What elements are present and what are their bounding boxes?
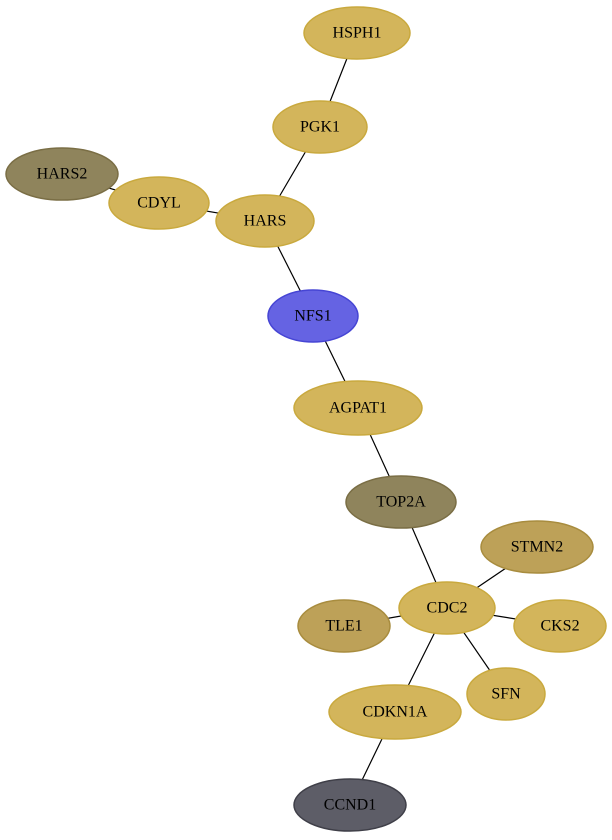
node-label-sfn: SFN bbox=[491, 686, 521, 703]
node-hars2[interactable]: HARS2 bbox=[5, 147, 119, 201]
node-label-hars2: HARS2 bbox=[37, 166, 88, 183]
node-tle1[interactable]: TLE1 bbox=[297, 599, 391, 653]
node-shape-hars bbox=[215, 194, 315, 248]
node-label-nfs1: NFS1 bbox=[294, 308, 331, 325]
node-label-cdkn1a: CDKN1A bbox=[363, 704, 428, 721]
node-label-pgk1: PGK1 bbox=[300, 119, 340, 136]
node-cks2[interactable]: CKS2 bbox=[513, 599, 607, 653]
node-label-agpat1: AGPAT1 bbox=[329, 400, 387, 417]
node-sfn[interactable]: SFN bbox=[466, 667, 546, 721]
node-hars[interactable]: HARS bbox=[215, 194, 315, 248]
node-shape-hsph1 bbox=[303, 6, 411, 60]
node-shape-cks2 bbox=[513, 599, 607, 653]
node-label-cks2: CKS2 bbox=[540, 618, 579, 635]
node-shape-top2a bbox=[345, 475, 457, 529]
node-shape-agpat1 bbox=[293, 380, 423, 436]
node-shape-tle1 bbox=[297, 599, 391, 653]
node-pgk1[interactable]: PGK1 bbox=[272, 100, 368, 154]
node-stmn2[interactable]: STMN2 bbox=[480, 520, 594, 574]
node-shape-nfs1 bbox=[267, 289, 359, 343]
node-top2a[interactable]: TOP2A bbox=[345, 475, 457, 529]
node-shape-hars2 bbox=[5, 147, 119, 201]
node-label-hars: HARS bbox=[244, 213, 287, 230]
node-cdkn1a[interactable]: CDKN1A bbox=[328, 684, 462, 740]
node-hsph1[interactable]: HSPH1 bbox=[303, 6, 411, 60]
node-label-hsph1: HSPH1 bbox=[333, 25, 382, 42]
node-shape-cdyl bbox=[108, 176, 210, 230]
node-shape-cdc2 bbox=[398, 581, 496, 635]
node-label-top2a: TOP2A bbox=[376, 494, 426, 511]
node-shape-ccnd1 bbox=[293, 778, 407, 832]
node-ccnd1[interactable]: CCND1 bbox=[293, 778, 407, 832]
node-shape-sfn bbox=[466, 667, 546, 721]
node-label-cdc2: CDC2 bbox=[427, 600, 468, 617]
node-cdyl[interactable]: CDYL bbox=[108, 176, 210, 230]
node-label-ccnd1: CCND1 bbox=[324, 797, 376, 814]
node-label-cdyl: CDYL bbox=[137, 195, 181, 212]
node-shape-pgk1 bbox=[272, 100, 368, 154]
node-cdc2[interactable]: CDC2 bbox=[398, 581, 496, 635]
node-nfs1[interactable]: NFS1 bbox=[267, 289, 359, 343]
node-label-tle1: TLE1 bbox=[325, 618, 362, 635]
node-agpat1[interactable]: AGPAT1 bbox=[293, 380, 423, 436]
node-label-stmn2: STMN2 bbox=[511, 539, 563, 556]
node-shape-stmn2 bbox=[480, 520, 594, 574]
node-shape-cdkn1a bbox=[328, 684, 462, 740]
